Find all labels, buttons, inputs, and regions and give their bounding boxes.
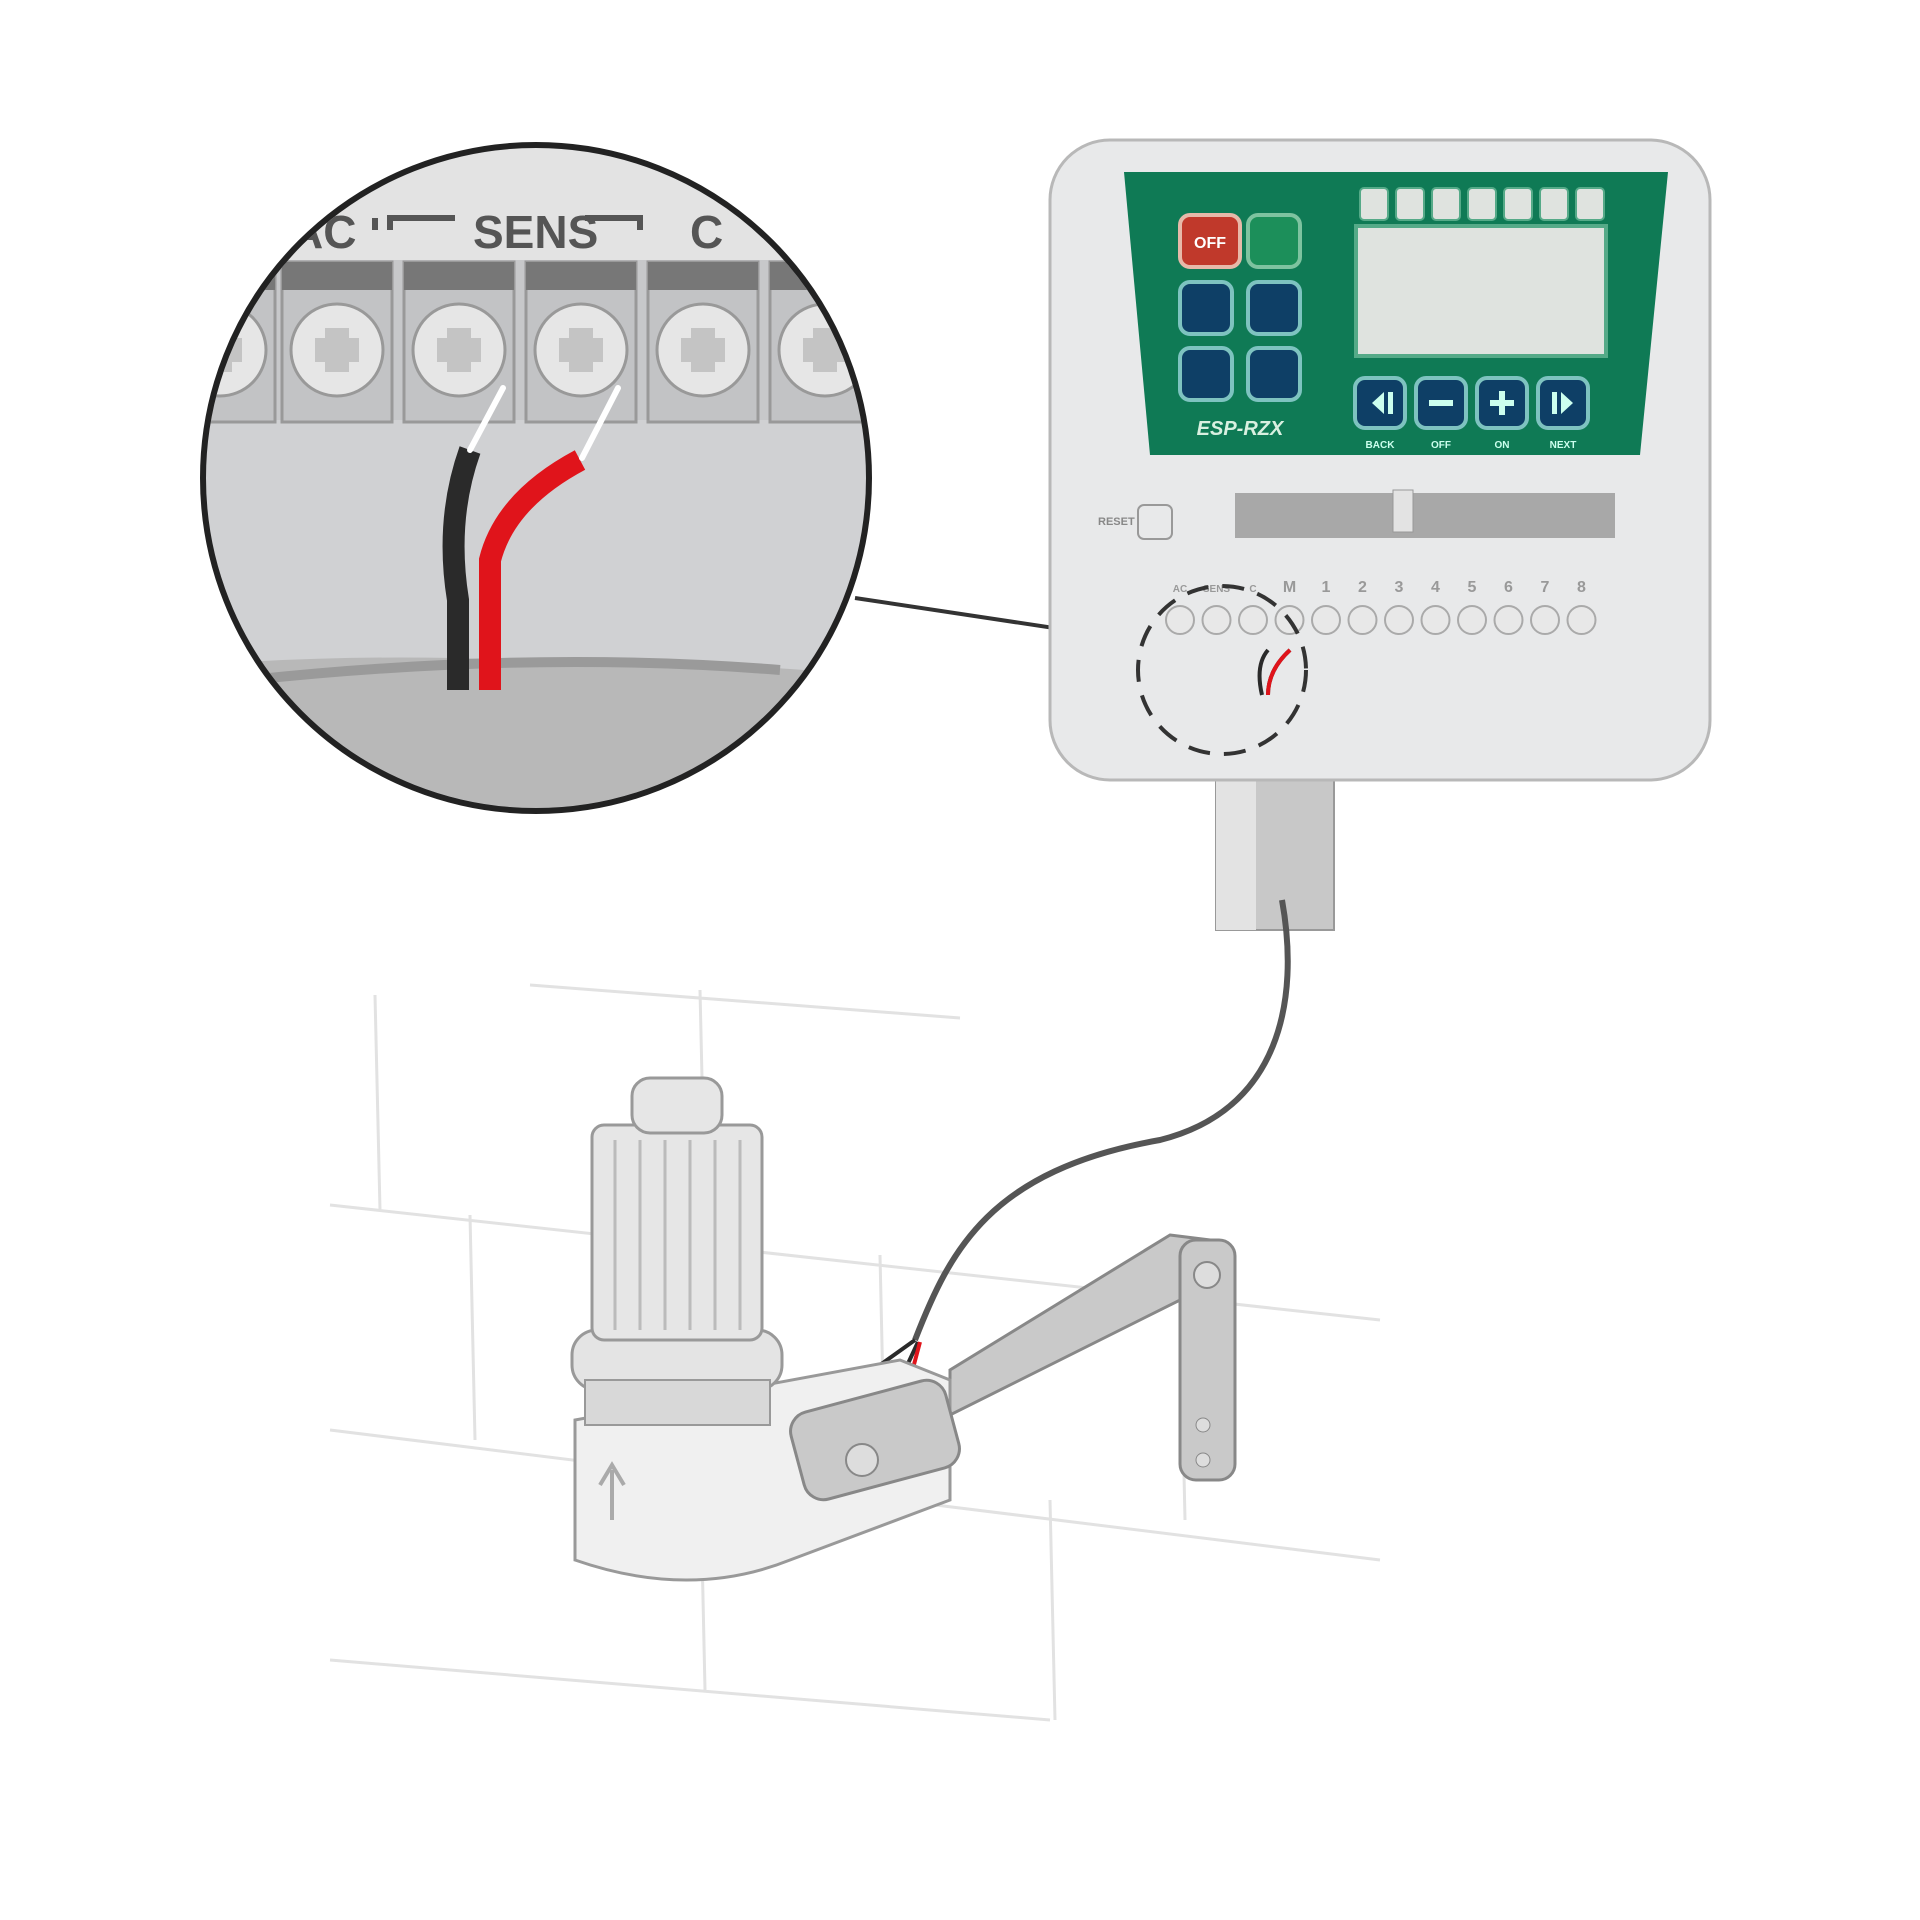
on-label: ON [1495,440,1510,451]
terminal-screw [1384,605,1414,635]
magnified-inset: AC SENS C [200,142,872,814]
next-icon [1552,392,1573,414]
next-label: NEXT [1550,440,1577,451]
mounting-bracket-arm [948,1233,1212,1418]
auto-button[interactable] [1246,213,1302,269]
terminal-label: SENS [1203,584,1231,595]
terminal-screw [1530,605,1560,635]
plus-icon [1490,391,1514,415]
settings-button[interactable] [1178,346,1234,402]
model-label: ESP-RZX [1197,418,1285,440]
lcd-display [1354,224,1608,358]
back-icon [1372,392,1393,414]
terminal-label: 3 [1395,579,1404,596]
terminal-label: 8 [1577,579,1586,596]
red-wire [479,450,586,690]
terminal-label: 4 [1431,579,1440,596]
off-button[interactable] [1178,213,1242,269]
sensor-cable [912,899,1291,1342]
terminal-label: 1 [1322,579,1331,596]
terminal-screw [1493,605,1524,635]
terminal-label: 6 [1504,579,1513,596]
sensor-cap [630,1076,724,1135]
manual-button[interactable] [1178,280,1234,336]
terminal-label: C [1249,584,1256,595]
terminal-label: M [1283,579,1296,596]
ac-label: AC [290,206,356,258]
schedule-button[interactable] [1246,346,1302,402]
terminal-screw [1238,605,1268,635]
terminal-screw [1165,605,1195,635]
reset-button[interactable] [1137,504,1173,540]
terminal-cover-slot [1235,493,1615,538]
back-label: BACK [1366,440,1396,451]
zoom-highlight-circle [1136,584,1308,756]
sensor-cylinder [590,1123,764,1342]
terminal-label: AC [1173,584,1187,595]
display-icons [1359,187,1605,221]
terminal-screw [1201,605,1232,635]
minus-icon [1429,400,1453,406]
terminal-label: 7 [1541,579,1550,596]
terminal-strip: AC SENS C M 1 2 3 4 5 6 7 8 [1165,579,1597,635]
terminal-label: 2 [1358,579,1367,596]
cross-screw-icon [559,328,603,372]
c-label: C [690,206,723,258]
cross-screw-icon [681,328,725,372]
up-arrow-icon [598,1461,626,1520]
terminal-screw [1347,605,1378,635]
off-nav-label: OFF [1431,440,1451,451]
terminal-screw [1457,605,1487,635]
cross-screw-icon [437,328,481,372]
cross-screw-icon [315,328,359,372]
program-button[interactable] [1246,280,1302,336]
reset-label: RESET [1098,516,1135,528]
black-wire [442,446,481,690]
terminal-label: 5 [1468,579,1477,596]
terminal-screw [1311,605,1341,635]
mounting-bracket-leg [1178,1238,1237,1482]
terminal-screw [1420,605,1451,635]
rain-sensor [570,1076,1237,1582]
off-label: OFF [1194,235,1226,252]
sens-label: SENS [473,206,598,258]
irrigation-controller: OFF ESP-RZX BACK OFF ON NEXT RESET A [1048,138,1712,782]
nav-buttons: BACK OFF ON NEXT [1353,376,1590,451]
terminal-screw [1566,605,1597,635]
